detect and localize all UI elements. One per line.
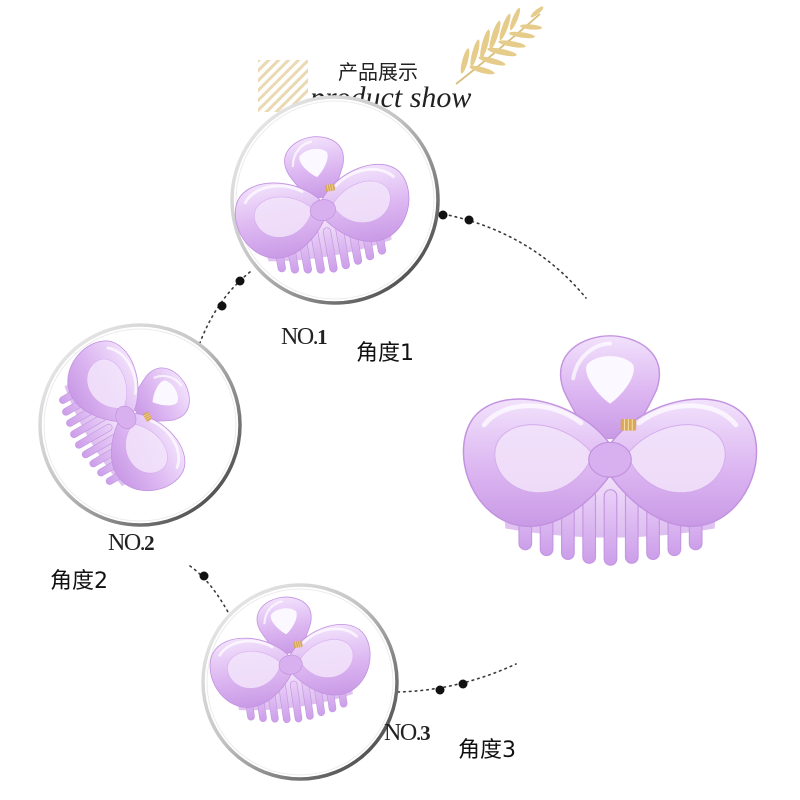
view-number-digit: 1 bbox=[317, 325, 328, 349]
view-label-2: 角度2 bbox=[50, 569, 108, 594]
connector-dot bbox=[464, 215, 474, 225]
connector-dot bbox=[199, 571, 209, 581]
view-label-3: 角度3 bbox=[458, 738, 516, 763]
view-number-prefix: NO. bbox=[281, 324, 318, 350]
view-number-2: NO.2 bbox=[108, 530, 155, 556]
title-cn: 产品展示 bbox=[338, 60, 418, 84]
view-number-3: NO.3 bbox=[384, 720, 431, 746]
connector-dot bbox=[217, 301, 227, 311]
view-number-prefix: NO. bbox=[108, 530, 145, 556]
connector-dot bbox=[458, 679, 468, 689]
dotted-connector bbox=[189, 565, 229, 613]
connector-dot bbox=[235, 276, 245, 286]
view-label-1: 角度1 bbox=[356, 341, 414, 366]
view-circle-2 bbox=[34, 312, 242, 527]
view-circle-1 bbox=[222, 95, 440, 305]
dotted-connector bbox=[197, 271, 251, 349]
dotted-connector bbox=[437, 212, 587, 299]
view-number-digit: 2 bbox=[144, 531, 155, 555]
view-number-1: NO.1 bbox=[281, 324, 328, 350]
hair-clip-main-image bbox=[463, 336, 756, 565]
connector-dot bbox=[438, 210, 448, 220]
dotted-connector bbox=[391, 663, 517, 693]
connector-dot bbox=[435, 685, 445, 695]
view-circle-3 bbox=[200, 583, 399, 781]
leaf-icon bbox=[455, 6, 544, 85]
view-number-digit: 3 bbox=[420, 721, 431, 745]
view-number-prefix: NO. bbox=[384, 720, 421, 746]
